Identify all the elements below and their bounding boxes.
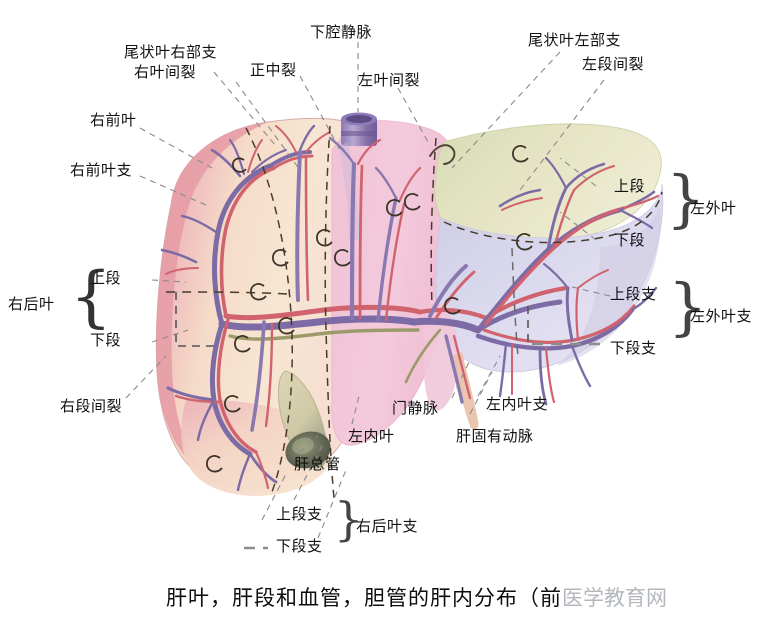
label-right-posterior-lobe: 右后叶 bbox=[8, 295, 55, 313]
label-portal-vein: 门静脉 bbox=[392, 399, 439, 417]
vessel-cut-marks bbox=[206, 145, 533, 473]
segment-indicator-lines bbox=[244, 342, 600, 550]
label-inferior-vena-cava: 下腔静脉 bbox=[310, 23, 373, 41]
label-superior-segment-right: 上段 bbox=[90, 269, 122, 287]
label-caudate-left-branch: 尾状叶左部支 bbox=[528, 31, 622, 49]
label-superior-segment-branch-bottom: 上段支 bbox=[276, 505, 323, 523]
label-right-anterior-lobe: 右前叶 bbox=[90, 111, 137, 129]
label-superior-segment-branch-left: 上段支 bbox=[610, 285, 657, 303]
label-right-intersegmental-fissure: 右段间裂 bbox=[60, 397, 123, 415]
label-inferior-segment-left: 下段 bbox=[614, 231, 646, 249]
label-right-posterior-lobe-branch: 右后叶支 bbox=[356, 517, 419, 535]
label-left-medial-lobe-branch: 左内叶支 bbox=[486, 395, 549, 413]
segment-box-lines bbox=[175, 292, 529, 347]
bracket-left-lateral-lobe: } bbox=[666, 162, 706, 235]
label-left-lateral-lobe-branch: 左外叶支 bbox=[690, 307, 753, 325]
label-common-hepatic-duct: 肝总管 bbox=[294, 455, 341, 473]
label-inferior-segment-branch-bottom: 下段支 bbox=[276, 537, 323, 555]
label-left-medial-lobe: 左内叶 bbox=[348, 427, 395, 445]
figure-caption: 肝叶，肝段和血管，胆管的肝内分布（前医学教育网 bbox=[166, 582, 667, 612]
label-proper-hepatic-artery: 肝固有动脉 bbox=[456, 427, 534, 445]
label-right-interlobar-fissure: 右叶间裂 bbox=[134, 63, 197, 81]
label-median-fissure: 正中裂 bbox=[250, 61, 297, 79]
bracket-left-lateral-lobe-branch: } bbox=[668, 270, 708, 343]
fissure-dashed-lines bbox=[165, 125, 663, 499]
watermark-text: 医学教育网 bbox=[562, 586, 667, 610]
label-left-interlobar-fissure: 左叶间裂 bbox=[358, 71, 421, 89]
label-right-anterior-lobe-branch: 右前叶支 bbox=[70, 161, 133, 179]
liver-parenchyma bbox=[155, 117, 664, 496]
leader-lines bbox=[125, 42, 611, 539]
label-left-intersegmental-fissure: 左段间裂 bbox=[582, 55, 645, 73]
label-inferior-segment-branch-left: 下段支 bbox=[610, 339, 657, 357]
bracket-right-posterior-lobe: { bbox=[70, 258, 112, 335]
vascular-tree bbox=[160, 124, 660, 492]
label-left-lateral-lobe: 左外叶 bbox=[690, 199, 737, 217]
label-inferior-segment-right: 下段 bbox=[90, 331, 122, 349]
bracket-right-posterior-lobe-branch: } bbox=[334, 492, 364, 546]
label-caudate-right-branch: 尾状叶右部支 bbox=[124, 43, 218, 61]
label-superior-segment-left: 上段 bbox=[614, 177, 646, 195]
figure-caption-text: 肝叶，肝段和血管，胆管的肝内分布（前 bbox=[166, 586, 562, 610]
